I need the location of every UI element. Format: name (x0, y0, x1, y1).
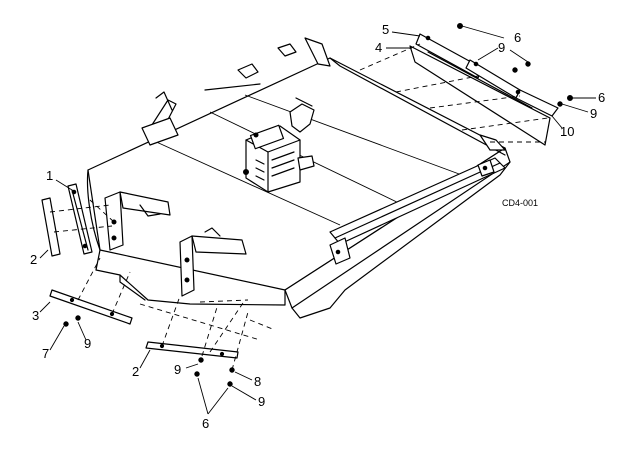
callout-10: 10 (560, 124, 574, 139)
callout-5: 5 (382, 22, 389, 37)
rear-hitch-lugs (237, 37, 506, 151)
lower-bars (49, 289, 239, 387)
callout-4: 4 (375, 40, 382, 55)
gearbox (243, 97, 315, 193)
callout-9-bottom-right: 9 (258, 394, 265, 409)
callout-9-bottom-left: 9 (174, 362, 181, 377)
callout-3: 3 (32, 308, 39, 323)
callout-6-right: 6 (598, 90, 605, 105)
callout-2-bottom: 2 (132, 364, 139, 379)
callout-9-top: 9 (498, 40, 505, 55)
callout-9-left: 9 (84, 336, 91, 351)
a-frame-arm (141, 83, 261, 146)
callout-6-bottom: 6 (202, 416, 209, 431)
front-left-bracket (104, 191, 171, 251)
left-bracket-parts (41, 183, 93, 257)
callouts: 1 2 3 7 9 2 9 8 9 6 5 4 6 9 6 9 10 CD4-0… (30, 22, 605, 431)
rear-shield-parts (409, 33, 559, 146)
reference-code: CD4-001 (502, 198, 538, 208)
callout-9-right: 9 (590, 106, 597, 121)
callout-1: 1 (46, 168, 53, 183)
front-center-bracket (179, 227, 247, 297)
callout-8: 8 (254, 374, 261, 389)
right-side-rail (329, 157, 506, 265)
callout-6-top: 6 (514, 30, 521, 45)
callout-2-left: 2 (30, 252, 37, 267)
leader-lines (39, 25, 596, 415)
callout-7: 7 (42, 346, 49, 361)
